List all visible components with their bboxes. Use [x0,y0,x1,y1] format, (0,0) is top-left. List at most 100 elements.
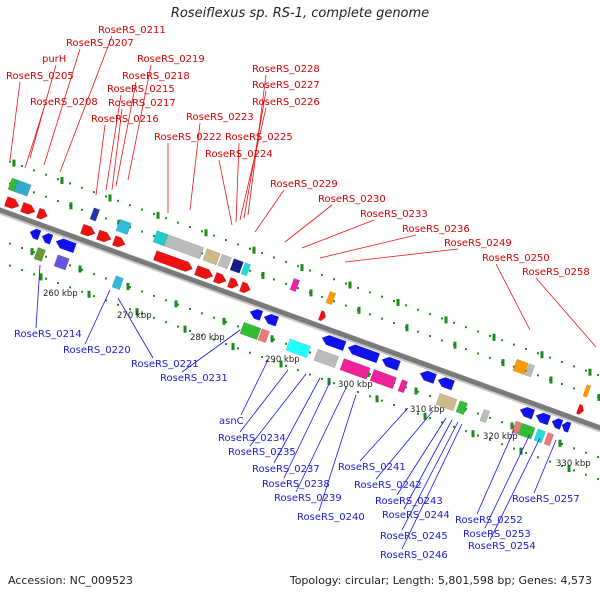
tick-dot [225,343,227,346]
tick-dot [417,412,419,415]
gene-label-RoseRS_0224: RoseRS_0224 [205,149,273,160]
tick-dot [273,256,275,259]
tick-major [567,465,571,473]
reverse-gene-8-shape [419,370,438,384]
tick-dot [585,451,587,454]
tick-dot [429,313,431,316]
tick-dot [81,186,83,189]
reverse-box-0 [33,247,46,262]
leader-fwd-0 [59,35,113,173]
gene-label-RoseRS_0245: RoseRS_0245 [380,531,448,542]
forward-gene-0 [4,196,20,209]
reverse-box-10 [435,393,458,412]
tick-major [471,430,475,438]
reverse-box-6 [313,348,339,369]
forward-gene-5-shape [112,235,126,248]
tick-dot [321,295,323,298]
reverse-box-14 [517,422,536,440]
gene-label-RoseRS_0205: RoseRS_0205 [6,71,74,82]
leader-fwd-22 [495,263,531,331]
forward-gene-3-shape [80,223,96,237]
tick-dot [573,365,575,368]
tick-dot [45,255,47,258]
leader-rev-2 [117,297,154,359]
forward-gene-10 [239,281,251,294]
tick-dot [225,239,227,242]
forward-gene-6 [153,250,193,272]
gene-label-RoseRS_0238: RoseRS_0238 [262,479,330,490]
genome-summary-text: Topology: circular; Length: 5,801,598 bp… [289,574,592,587]
tick-dot [405,408,407,411]
tick-major [519,447,523,455]
tick-major [510,422,514,430]
leader-rev-19 [489,437,541,541]
reverse-gene-0-shape [29,228,42,241]
kbp-label: 280 kbp [190,333,225,343]
tick-dot [129,204,131,207]
reverse-box-15 [533,428,546,444]
tick-dot [597,456,599,459]
gene-label-RoseRS_0250: RoseRS_0250 [482,253,550,264]
kbp-label: 260 kbp [43,289,78,299]
forward-gene-10-shape [239,281,251,294]
tick-dot [93,273,95,276]
tick-dot [369,395,371,398]
kbp-label: 270 kbp [117,311,152,321]
reverse-box-12 [479,409,490,423]
leader-rev-18 [484,433,531,529]
forward-box-6 [202,248,221,266]
forward-box-14-shape [582,384,592,398]
gene-label-RoseRS_0240: RoseRS_0240 [297,512,365,523]
leader-rev-20 [533,439,557,494]
tick-major [69,202,73,210]
leader-rev-15 [401,421,459,531]
forward-box-7-shape [217,253,232,270]
gene-label-RoseRS_0211: RoseRS_0211 [98,25,166,36]
tick-dot [9,242,11,245]
tick-major [78,265,82,273]
tick-dot [345,282,347,285]
forward-box-1 [13,179,32,197]
forward-box-2-shape [89,207,100,222]
gene-label-RoseRS_0242: RoseRS_0242 [354,480,422,491]
forward-gene-1-shape [20,202,36,215]
tick-dot [501,443,503,446]
leader-rev-14 [403,419,453,510]
gene-label-RoseRS_0249: RoseRS_0249 [444,238,512,249]
reverse-box-12-shape [479,409,490,423]
tick-major [396,298,400,306]
tick-dot [501,339,503,342]
leader-fwd-9 [95,124,106,196]
forward-box-5-shape [163,234,205,260]
tick-dot [357,390,359,393]
gene-label-RoseRS_0220: RoseRS_0220 [63,345,131,356]
tick-dot [201,230,203,233]
tick-dot [309,373,311,376]
forward-gene-9 [227,277,239,289]
reverse-gene-7-shape [381,356,401,371]
tick-major [549,376,553,384]
tick-dot [45,173,47,176]
gene-label-RoseRS_0208: RoseRS_0208 [30,97,98,108]
reverse-gene-7 [381,356,401,371]
leader-fwd-8 [111,108,123,191]
forward-box-11-shape [325,291,336,306]
tick-major [270,335,274,343]
tick-dot [321,273,323,276]
tick-dot [93,191,95,194]
tick-dot [237,243,239,246]
forward-gene-2-shape [36,207,48,220]
gene-label-RoseRS_0222: RoseRS_0222 [154,132,222,143]
tick-major [501,359,505,367]
tick-dot [357,286,359,289]
tick-major [597,393,600,401]
forward-gene-3 [80,223,96,237]
reverse-gene-3-shape [249,308,264,321]
reverse-box-1 [53,254,70,271]
reverse-box-13 [511,420,522,435]
reverse-box-2 [111,275,124,291]
tick-dot [453,321,455,324]
forward-box-11 [325,291,336,306]
forward-gene-7 [194,265,214,280]
tick-dot [585,369,587,372]
